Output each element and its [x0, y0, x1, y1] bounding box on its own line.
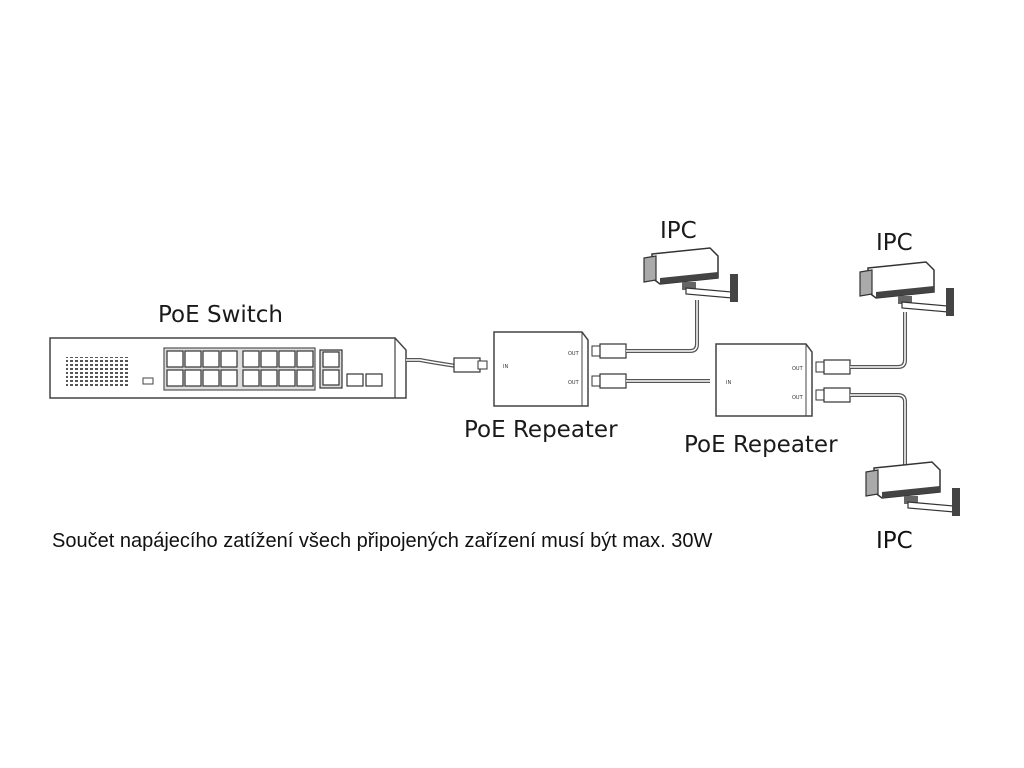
repeater1-out2-label: OUT [568, 380, 580, 386]
switch-led [142, 377, 154, 385]
repeater2-out2-label: OUT [792, 395, 804, 401]
label-ipc-2: IPC [876, 230, 913, 256]
ipc-camera-1 [643, 247, 738, 302]
cable-repeater1-to-repeater2 [591, 373, 710, 389]
label-poe-repeater-1: PoE Repeater [464, 417, 618, 443]
ipc-camera-3 [865, 461, 960, 516]
label-poe-switch: PoE Switch [158, 302, 283, 328]
cable-repeater2-to-ipc2 [815, 312, 907, 375]
label-ipc-3: IPC [876, 528, 913, 554]
power-load-note: Součet napájecího zatížení všech připoje… [52, 530, 713, 552]
repeater2-out1-label: OUT [792, 366, 804, 372]
switch-uplink-ports [319, 349, 343, 389]
switch-sfp-ports [346, 373, 383, 387]
poe-repeater-2: IN OUT OUT [715, 343, 813, 417]
label-poe-repeater-2: PoE Repeater [684, 432, 838, 458]
cable-repeater1-to-ipc1 [591, 300, 699, 359]
label-ipc-1: IPC [660, 218, 697, 244]
switch-port-block [163, 347, 316, 391]
ipc-camera-2 [859, 261, 954, 316]
poe-repeater-1: IN OUT OUT [493, 331, 589, 407]
cable-repeater2-to-ipc3 [815, 387, 907, 470]
repeater2-in-label: IN [726, 380, 731, 386]
repeater1-out1-label: OUT [568, 351, 580, 357]
repeater1-in-label: IN [503, 364, 508, 370]
cable-switch-to-repeater1 [406, 357, 488, 373]
switch-vent-grille [66, 357, 128, 387]
poe-switch [49, 337, 407, 399]
